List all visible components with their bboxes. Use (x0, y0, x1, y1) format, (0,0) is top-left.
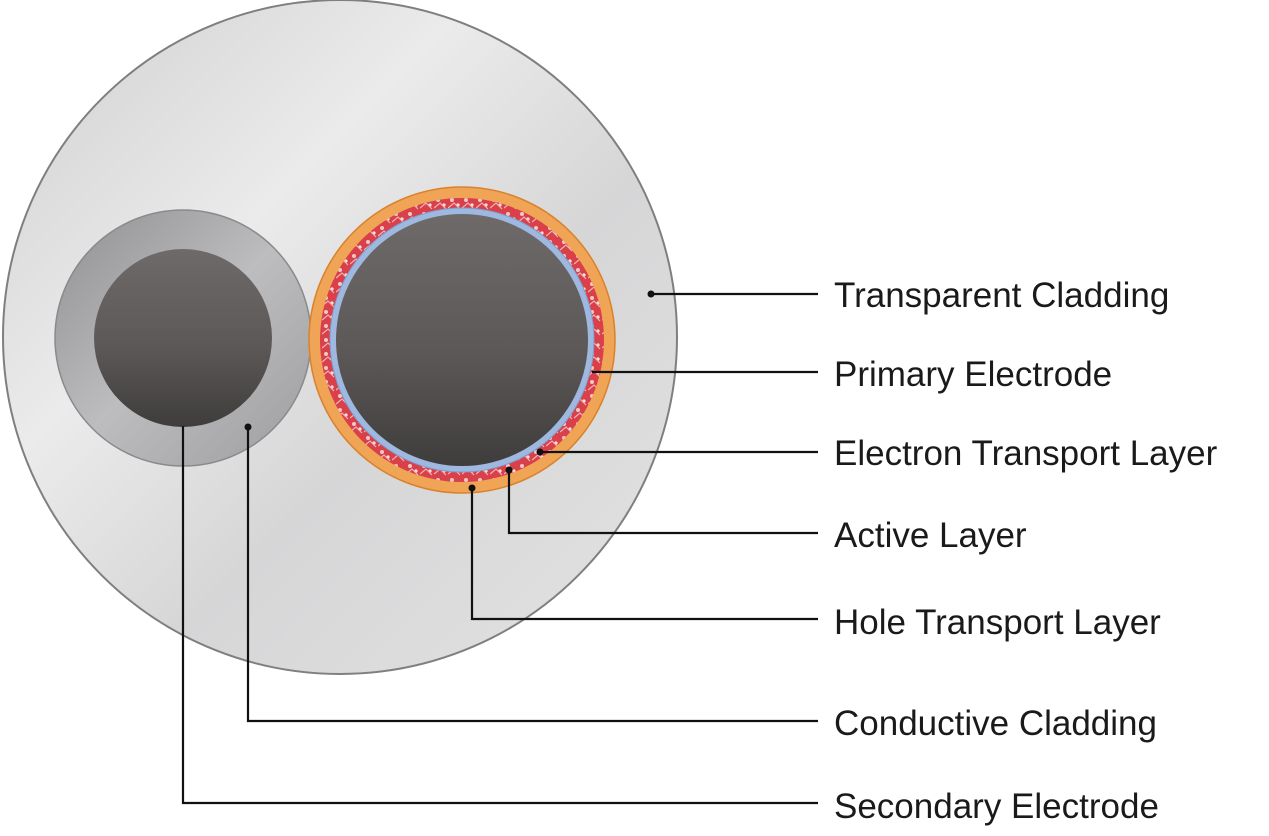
leader-dot-active-layer (505, 466, 513, 474)
primary-electrode-shape (336, 214, 588, 466)
label-conductive-cladding: Conductive Cladding (834, 704, 1157, 743)
label-primary-electrode: Primary Electrode (834, 355, 1113, 394)
leader-conductive-cladding (246, 427, 818, 723)
label-electron-transport-layer: Electron Transport Layer (834, 434, 1218, 473)
label-secondary-electrode: Secondary Electrode (834, 787, 1159, 826)
leader-dot-hole-transport-layer (468, 484, 476, 492)
label-transparent-cladding: Transparent Cladding (834, 276, 1170, 315)
label-active-layer: Active Layer (834, 516, 1027, 555)
leader-dot-electron-transport-layer (536, 448, 544, 456)
leader-hole-transport-layer (470, 488, 818, 621)
leader-dot-conductive-cladding (244, 423, 252, 431)
leader-secondary-electrode (181, 426, 818, 805)
label-hole-transport-layer: Hole Transport Layer (834, 603, 1161, 642)
leader-dot-transparent-cladding (647, 290, 655, 298)
secondary-electrode-shape (94, 249, 272, 427)
leader-active-layer (507, 470, 818, 535)
